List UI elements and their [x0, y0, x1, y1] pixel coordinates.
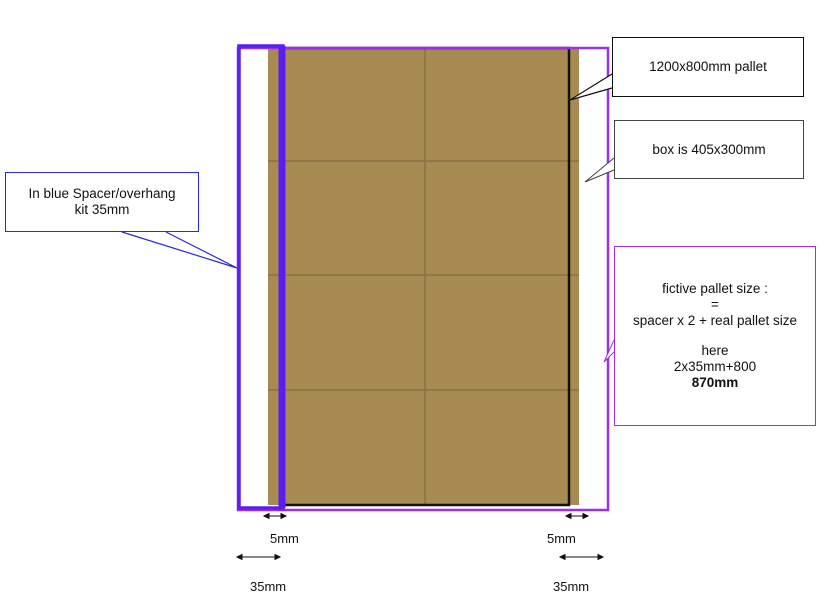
- pallet-callout-text: 1200x800mm pallet: [649, 59, 767, 74]
- dim-label-left-5mm: 5mm: [270, 531, 299, 546]
- fictive-callout-pointer: [603, 339, 615, 363]
- box-area: [268, 48, 579, 505]
- spacer-callout-line1: In blue Spacer/overhang: [28, 186, 176, 201]
- fictive-callout: fictive pallet size : = spacer x 2 + rea…: [614, 246, 816, 426]
- box-callout-text: box is 405x300mm: [652, 141, 766, 157]
- dim-arrow-right-35mm: [558, 553, 605, 561]
- fictive-callout-line4: here: [701, 343, 729, 358]
- dim-arrow-left-5mm: [262, 512, 288, 520]
- dim-arrow-left-35mm: [235, 553, 282, 561]
- spacer-callout-line2: kit 35mm: [74, 202, 130, 217]
- spacer-callout-pointer: [121, 231, 238, 269]
- box-callout: box is 405x300mm: [614, 120, 804, 179]
- dim-label-right-5mm: 5mm: [547, 531, 576, 546]
- dim-label-left-35mm: 35mm: [250, 579, 287, 594]
- fictive-callout-line5: 2x35mm+800: [673, 359, 757, 374]
- fictive-callout-line6: 870mm: [691, 375, 739, 390]
- box-callout-pointer: [584, 157, 615, 183]
- spacer-callout: In blue Spacer/overhang kit 35mm: [5, 172, 199, 232]
- pallet-callout: 1200x800mm pallet: [612, 37, 804, 97]
- pallet-callout-pointer: [569, 73, 613, 101]
- dim-arrow-right-5mm: [564, 512, 590, 520]
- dim-label-right-35mm: 35mm: [553, 579, 590, 594]
- fictive-callout-line2: =: [711, 297, 719, 312]
- fictive-callout-line3: spacer x 2 + real pallet size: [633, 313, 797, 328]
- fictive-callout-line1: fictive pallet size :: [662, 281, 768, 296]
